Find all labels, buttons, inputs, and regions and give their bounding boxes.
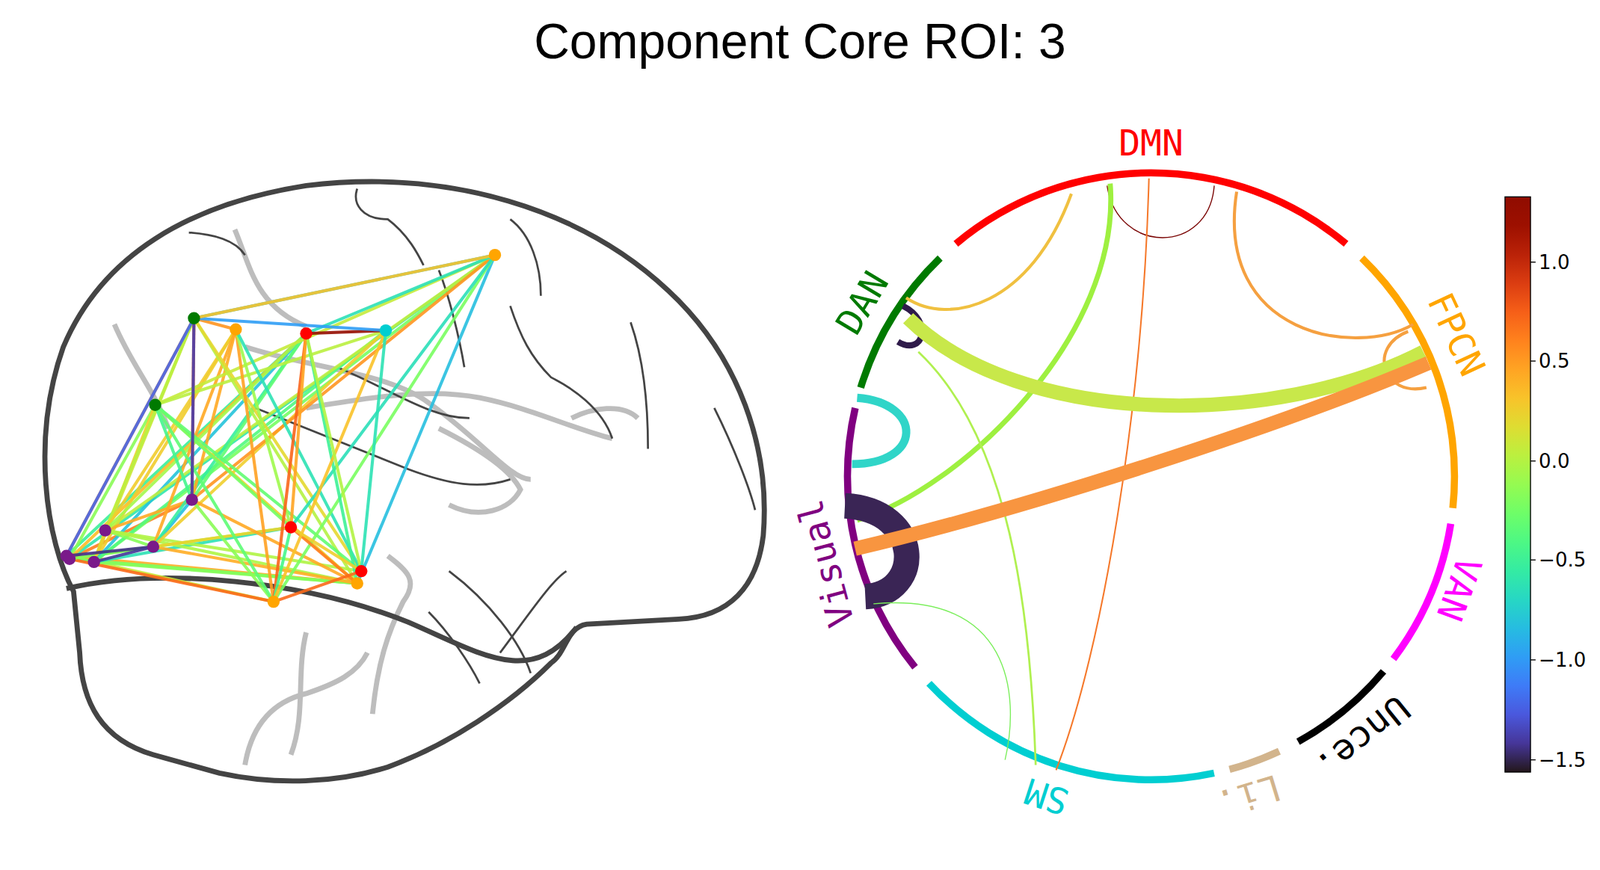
connectivity-line (306, 333, 362, 572)
chord-link (873, 602, 1011, 760)
sulcus-line (571, 408, 638, 419)
colorbar-label: −1.5 (1538, 750, 1586, 771)
roi-dot (299, 327, 312, 340)
brain-outline (66, 578, 577, 661)
roi-dot (229, 323, 242, 336)
connectivity-line (290, 527, 362, 572)
roi-dot (351, 577, 364, 590)
chord-link (856, 183, 1111, 521)
chord-ring (844, 169, 1458, 784)
connectivity-line (235, 329, 291, 528)
colorbar-tick (1530, 261, 1536, 263)
sulcus-line (306, 394, 613, 439)
chord-link (1234, 192, 1414, 338)
connectivity-line (273, 571, 362, 602)
chord-link (852, 397, 907, 465)
brain-edges (66, 254, 495, 602)
sulcus-line (234, 229, 307, 327)
connectivity-line (273, 254, 495, 602)
chord-link (906, 193, 1072, 310)
roi-dot (187, 312, 200, 325)
colorbar-tick (1530, 360, 1536, 362)
roi-dot (148, 399, 161, 412)
connectivity-line (155, 254, 495, 406)
sulcus-line (189, 232, 246, 255)
sulcus-line (336, 367, 469, 418)
colorbar-tick (1530, 559, 1536, 560)
connectivity-line (193, 254, 495, 319)
roi-dot (63, 553, 76, 566)
brain-outline (44, 181, 765, 782)
sulcus-line (438, 428, 521, 513)
network-label: Li. (1212, 770, 1286, 824)
network-label: SM (1020, 773, 1073, 821)
network-arc (953, 169, 1349, 247)
connectivity-line (273, 330, 386, 602)
sulcus-line (630, 322, 648, 449)
roi-dot (488, 248, 501, 261)
connectivity-line (94, 546, 154, 562)
chord-link (855, 363, 1429, 549)
roi-dot (284, 521, 297, 534)
chords (844, 178, 1429, 771)
colorbar-label: 0.0 (1538, 451, 1570, 472)
connectivity-line (361, 330, 386, 572)
roi-dot (99, 524, 112, 537)
connectivity-line (155, 405, 274, 602)
connectivity-line (193, 318, 386, 331)
sulcus-line (509, 305, 612, 439)
sulcus-line (355, 188, 424, 265)
roi-dot (379, 324, 392, 337)
brain-glass (44, 181, 765, 782)
roi-dot (355, 565, 368, 578)
connectivity-line (193, 318, 362, 572)
network-arc (926, 681, 1215, 784)
brain-nodes (60, 248, 502, 608)
colorbar-tick (1530, 460, 1536, 462)
figure-title: Component Core ROI: 3 (533, 16, 1067, 66)
roi-dot (147, 540, 160, 553)
sulcus-line (509, 219, 541, 296)
colorbar-label: −1.0 (1538, 650, 1586, 670)
connectivity-line (66, 318, 195, 557)
network-label: DMN (1118, 124, 1184, 161)
roi-dot (267, 595, 280, 608)
sulcus-line (245, 652, 368, 765)
roi-dot (186, 493, 199, 506)
roi-dot (88, 556, 101, 569)
colorbar-label: 0.5 (1538, 351, 1570, 371)
colorbar-tick (1530, 759, 1536, 761)
connectivity-line (235, 329, 273, 602)
colorbar-tick (1530, 659, 1536, 661)
network-label: Unce. (1309, 690, 1417, 786)
colorbar-label: −0.5 (1538, 550, 1586, 570)
colorbar (1505, 196, 1531, 773)
chord-link (918, 352, 1036, 766)
chord-link (844, 506, 907, 597)
sulcus-line (372, 556, 411, 715)
connectivity-line (193, 254, 495, 319)
connectivity-line (290, 333, 306, 528)
colorbar-label: 1.0 (1538, 252, 1570, 273)
connectivity-line (192, 318, 195, 501)
sulcus-line (500, 571, 567, 653)
chord-link (1107, 185, 1215, 238)
connectivity-line (192, 318, 195, 501)
